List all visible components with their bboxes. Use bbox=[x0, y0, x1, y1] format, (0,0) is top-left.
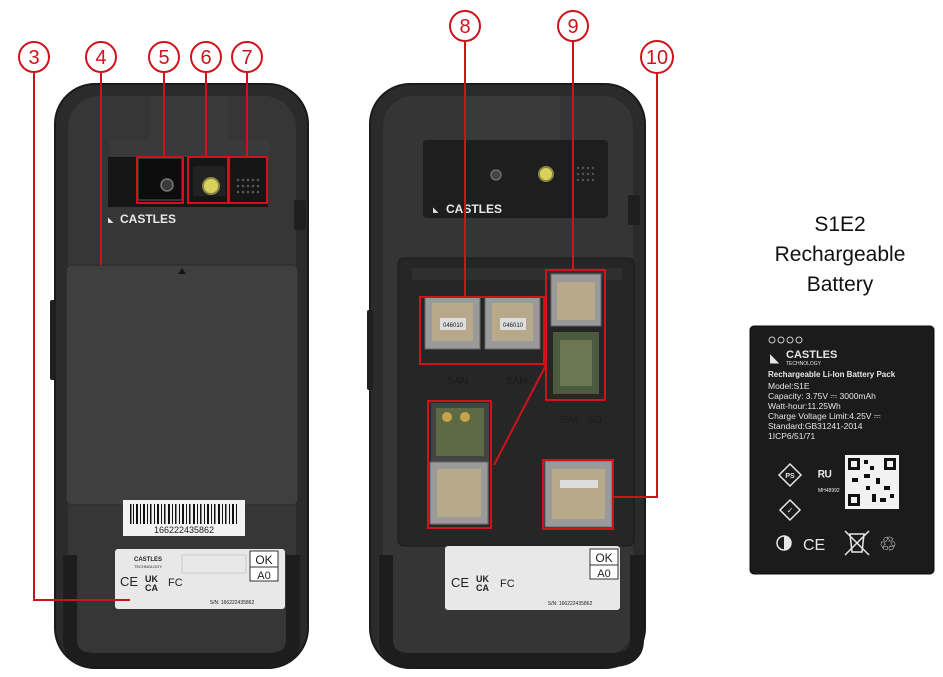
sim-slot-bottom bbox=[429, 403, 489, 525]
flash-icon bbox=[538, 166, 554, 182]
sim-label: SIM bbox=[560, 415, 578, 426]
barcode-number: 166222435862 bbox=[154, 525, 214, 535]
ukca-mark-icon: UK bbox=[476, 574, 489, 584]
label-brand-sub: TECHNOLOGY bbox=[134, 564, 162, 569]
regulatory-label bbox=[445, 546, 620, 610]
sam-label: SAM bbox=[447, 376, 469, 387]
rcm-mark-icon: ✓ bbox=[778, 498, 802, 522]
speaker-grille-icon bbox=[576, 166, 595, 182]
ok-mark: OK bbox=[595, 551, 612, 565]
battery-cell-code: 1ICP6/51/71 bbox=[768, 431, 816, 441]
battery-watt-hour: Watt-hour:11.25Wh bbox=[768, 401, 841, 411]
callout-number: 7 bbox=[241, 47, 252, 69]
flash-icon bbox=[202, 177, 220, 195]
ul-code: MH48992 bbox=[818, 488, 840, 494]
callout-number: 8 bbox=[459, 16, 470, 38]
brand-logo-icon: ◣ bbox=[770, 351, 780, 365]
brand-logo-icon: ◣ bbox=[433, 207, 439, 214]
ce-mark-icon: CE bbox=[120, 574, 138, 589]
brand-logo-icon: ◣ bbox=[108, 217, 114, 224]
sam-label: SAM bbox=[506, 376, 528, 387]
regulatory-label bbox=[115, 549, 285, 609]
battery-model: Model:S1E bbox=[768, 381, 810, 391]
callout-number: 6 bbox=[200, 47, 211, 69]
svg-text:PS: PS bbox=[785, 473, 795, 480]
sam-slot-code: 046010 bbox=[503, 323, 524, 329]
callout-number: 5 bbox=[158, 47, 169, 69]
svg-text:♲: ♲ bbox=[879, 534, 897, 556]
caption-line-3: Battery bbox=[806, 273, 874, 296]
svg-text:CA: CA bbox=[145, 583, 158, 593]
device-back-closed: ◣ CASTLES 166222435862 CASTLES TECHNOLOG… bbox=[50, 83, 309, 669]
battery-title: Rechargeable Li-Ion Battery Pack bbox=[768, 370, 896, 379]
camera-module bbox=[423, 140, 608, 218]
battery-capacity: Capacity: 3.75V ⎓ 3000mAh bbox=[768, 391, 876, 401]
sam-slot-1: 046010 bbox=[424, 296, 481, 350]
a0-mark: A0 bbox=[257, 570, 270, 582]
device-back-open: ◣ CASTLES 046010 046010 SAM SAM SIM bbox=[367, 83, 646, 669]
sam-slot-code: 046010 bbox=[443, 323, 464, 329]
serial-number: S/N: 166222435862 bbox=[210, 600, 255, 606]
callout-number: 4 bbox=[95, 47, 106, 69]
battery-pack: ◣ CASTLES TECHNOLOGY Rechargeable Li-Ion… bbox=[749, 325, 935, 575]
barcode-icon bbox=[130, 504, 237, 524]
callout-8: 8 bbox=[449, 10, 481, 42]
recycle-icon: ♲ bbox=[879, 534, 897, 556]
ce-mark-icon: CE bbox=[451, 575, 469, 590]
sim-slot-top bbox=[550, 273, 602, 394]
battery-brand: CASTLES bbox=[786, 349, 837, 361]
disposal-mark-icon bbox=[776, 535, 792, 551]
battery-cover bbox=[65, 264, 299, 506]
callout-6: 6 bbox=[190, 41, 222, 73]
ul-mark-icon: ᴿᵁ bbox=[818, 468, 832, 485]
battery-contacts-icon bbox=[768, 336, 803, 344]
ukca-mark-icon: UK bbox=[145, 574, 158, 584]
sd-card-slot bbox=[544, 460, 613, 528]
battery-standard: Standard:GB31241-2014 bbox=[768, 421, 863, 431]
a0-mark: A0 bbox=[597, 568, 610, 580]
label-brand: CASTLES bbox=[134, 557, 162, 563]
callout-3: 3 bbox=[18, 41, 50, 73]
device-brand: CASTLES bbox=[446, 202, 502, 216]
serial-number: S/N: 166222435862 bbox=[548, 601, 593, 607]
fcc-mark-icon: FC bbox=[500, 578, 515, 590]
speaker-grille-icon bbox=[236, 178, 260, 194]
weee-bin-icon bbox=[844, 530, 870, 556]
svg-text:✓: ✓ bbox=[787, 506, 794, 515]
camera-lens-icon bbox=[490, 169, 502, 181]
device-brand: CASTLES bbox=[120, 212, 176, 226]
caption-line-2: Rechargeable bbox=[774, 243, 906, 266]
callout-9: 9 bbox=[557, 10, 589, 42]
caption-line-1: S1E2 bbox=[814, 213, 866, 236]
svg-text:CA: CA bbox=[476, 583, 489, 593]
battery-brand-sub: TECHNOLOGY bbox=[786, 361, 822, 367]
callout-5: 5 bbox=[148, 41, 180, 73]
ok-mark: OK bbox=[255, 553, 272, 567]
sam-slot-2: 046010 bbox=[484, 296, 541, 350]
callout-4: 4 bbox=[85, 41, 117, 73]
pse-mark-icon: PS bbox=[777, 462, 803, 488]
svg-text:ᴿᵁ: ᴿᵁ bbox=[818, 468, 832, 485]
highlight-boxes bbox=[136, 156, 614, 530]
battery-charge-voltage: Charge Voltage Limit:4.25V ⎓ bbox=[768, 411, 881, 421]
callout-10: 10 bbox=[640, 40, 674, 74]
callout-7: 7 bbox=[231, 41, 263, 73]
callout-number: 9 bbox=[567, 16, 578, 38]
fcc-mark-icon: FC bbox=[168, 577, 183, 589]
callout-lines bbox=[33, 42, 658, 601]
sd-label: SD bbox=[588, 415, 602, 426]
ce-mark-icon: CE bbox=[803, 537, 825, 554]
callout-number: 10 bbox=[646, 47, 668, 69]
battery-caption: S1E2 Rechargeable Battery bbox=[760, 210, 920, 300]
camera-lens-icon bbox=[160, 178, 174, 192]
callout-number: 3 bbox=[28, 47, 39, 69]
